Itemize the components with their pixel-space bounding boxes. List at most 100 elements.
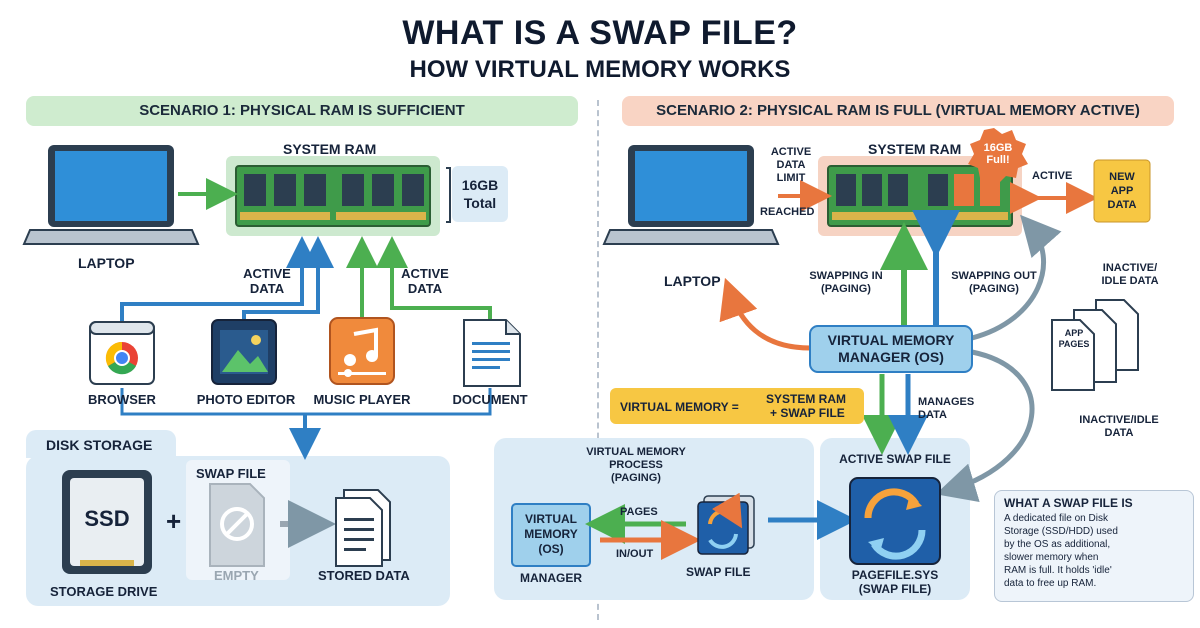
app-pages-line2: PAGES	[1058, 339, 1090, 349]
page-title: WHAT IS A SWAP FILE?	[402, 14, 798, 52]
scenario1-banner: SCENARIO 1: PHYSICAL RAM IS SUFFICIENT	[26, 96, 578, 126]
note-line3: by the OS as additional,	[1004, 539, 1111, 550]
app-label-browser: BROWSER	[88, 392, 156, 407]
vm-os-label: VIRTUAL MEMORY (OS)	[512, 512, 590, 557]
system-ram-icon	[226, 156, 440, 236]
pages-label: PAGES	[620, 506, 658, 518]
vmm-to-ram-idle-arrow	[971, 214, 1062, 341]
swapping-out-line2: (PAGING)	[969, 283, 1019, 295]
equation-part2: SYSTEM RAM	[766, 392, 847, 406]
swap-file-small-label: SWAP FILE	[686, 565, 751, 579]
app-label-music-player: MUSIC PLAYER	[313, 392, 411, 407]
ssd-label: SSD	[84, 506, 130, 531]
pagefile-line1: PAGEFILE.SYS	[851, 568, 939, 582]
swapping-out-label: SWAPPING OUT (PAGING)	[944, 270, 1044, 296]
swapping-in-label: SWAPPING IN (PAGING)	[796, 270, 896, 296]
process-title-line3: (PAGING)	[611, 472, 661, 484]
system-ram-label: SYSTEM RAM	[283, 141, 377, 157]
vmm-label: VIRTUAL MEMORY MANAGER (OS)	[810, 332, 972, 366]
scenario2-banner: SCENARIO 2: PHYSICAL RAM IS FULL (VIRTUA…	[622, 96, 1174, 126]
vm-os-line3: (OS)	[538, 542, 564, 556]
active-data-left-label: ACTIVE DATA	[234, 266, 300, 296]
limit-line1: ACTIVE	[770, 146, 812, 158]
new-app-data-line3: DATA	[1107, 199, 1137, 211]
swap-empty-label: EMPTY	[214, 568, 259, 583]
inactive-idle-bottom-label: INACTIVE/IDLE DATA	[1064, 414, 1174, 440]
vm-process-title: VIRTUAL MEMORY PROCESS (PAGING)	[566, 446, 706, 485]
manages-data-line1: MANAGES	[918, 396, 975, 408]
pagefile-line2: (SWAP FILE)	[858, 582, 932, 596]
equation-part1: VIRTUAL MEMORY =	[620, 400, 739, 414]
inactive-idle-top-line1: INACTIVE/	[1102, 262, 1158, 274]
note-title: WHAT A SWAP FILE IS	[1004, 496, 1133, 510]
note-line4: slower memory when	[1004, 552, 1099, 563]
manages-data-label: MANAGES DATA	[918, 396, 974, 422]
reached-label: REACHED	[760, 206, 815, 218]
limit-line2: DATA	[776, 159, 806, 171]
document-icon	[463, 319, 521, 387]
browser-icon	[89, 321, 155, 385]
note-line1: A dedicated file on Disk	[1004, 513, 1108, 524]
full-badge-line2: Full!	[986, 154, 1010, 166]
swap-file-note	[994, 490, 1194, 602]
app-label-photo-editor: PHOTO EDITOR	[196, 392, 296, 407]
vmm-to-swap-idle-arrow	[935, 349, 1035, 502]
disk-storage-title: DISK STORAGE	[46, 437, 153, 453]
full-badge-text: 16GB Full!	[972, 142, 1024, 166]
note-body: A dedicated file on Disk Storage (SSD/HD…	[1004, 512, 1190, 590]
manages-data-line2: DATA	[918, 409, 947, 421]
swapping-in-line2: (PAGING)	[821, 283, 871, 295]
pagefile-label: PAGEFILE.SYS (SWAP FILE)	[820, 568, 970, 596]
ram-size-box	[452, 166, 508, 222]
storage-drive-label: STORAGE DRIVE	[50, 584, 158, 599]
active-data-left-line2: DATA	[249, 281, 285, 296]
active-data-right-label: ACTIVE DATA	[392, 266, 458, 296]
active-data-right-line1: ACTIVE	[401, 266, 449, 281]
app-pages-icon	[1051, 299, 1139, 391]
stored-data-label: STORED DATA	[318, 568, 410, 583]
new-app-data-line2: APP	[1110, 185, 1134, 197]
music-player-icon	[329, 317, 395, 385]
active-data-left-line1: ACTIVE	[243, 266, 291, 281]
photo-editor-icon	[211, 319, 277, 385]
swapping-in-line1: SWAPPING IN	[809, 270, 883, 282]
laptop-label-right: LAPTOP	[664, 273, 721, 289]
swap-file-empty-icon	[186, 460, 290, 580]
vmm-line2: MANAGER (OS)	[838, 349, 944, 365]
equation-part3: + SWAP FILE	[770, 406, 845, 420]
ssd-icon	[62, 470, 152, 574]
virtual-memory-manager-box	[809, 325, 973, 373]
note-line2: Storage (SSD/HDD) used	[1004, 526, 1118, 537]
in-out-label: IN/OUT	[616, 548, 654, 560]
active-swap-title: ACTIVE SWAP FILE	[839, 452, 951, 466]
limit-line3: LIMIT	[776, 172, 806, 184]
swapping-out-line1: SWAPPING OUT	[951, 270, 1037, 282]
page-subtitle: HOW VIRTUAL MEMORY WORKS	[409, 56, 791, 83]
swap-file-small-icon	[697, 492, 755, 555]
vm-os-line2: MEMORY	[524, 527, 578, 541]
laptop-icon	[22, 145, 200, 245]
process-title-line2: PROCESS	[609, 459, 663, 471]
process-title-line1: VIRTUAL MEMORY	[586, 446, 686, 458]
new-app-data-box	[1093, 159, 1151, 223]
plus-sign: +	[166, 506, 182, 536]
vmm-line1: VIRTUAL MEMORY	[827, 332, 955, 348]
equation-box	[610, 388, 864, 424]
active-data-right-line2: DATA	[407, 281, 443, 296]
active-data-limit-label: ACTIVE DATA LIMIT	[762, 146, 820, 185]
inactive-idle-bottom-line1: INACTIVE/IDLE	[1079, 414, 1159, 426]
new-app-data-label: NEW APP DATA	[1094, 170, 1150, 212]
ram-size-line2: Total	[463, 195, 497, 211]
app-pages-label: APP PAGES	[1054, 328, 1094, 350]
inactive-idle-bottom-line2: DATA	[1104, 427, 1134, 439]
manager-label: MANAGER	[520, 571, 582, 585]
note-line5: RAM is full. It holds 'idle'	[1004, 565, 1112, 576]
pagefile-sys-icon	[849, 477, 941, 565]
active-label: ACTIVE	[1032, 170, 1073, 182]
laptop-label: LAPTOP	[78, 255, 135, 271]
swap-file-label: SWAP FILE	[196, 466, 266, 481]
inactive-idle-top-line2: IDLE DATA	[1101, 275, 1159, 287]
vm-os-line1: VIRTUAL	[525, 512, 577, 526]
app-label-document: DOCUMENT	[452, 392, 528, 407]
